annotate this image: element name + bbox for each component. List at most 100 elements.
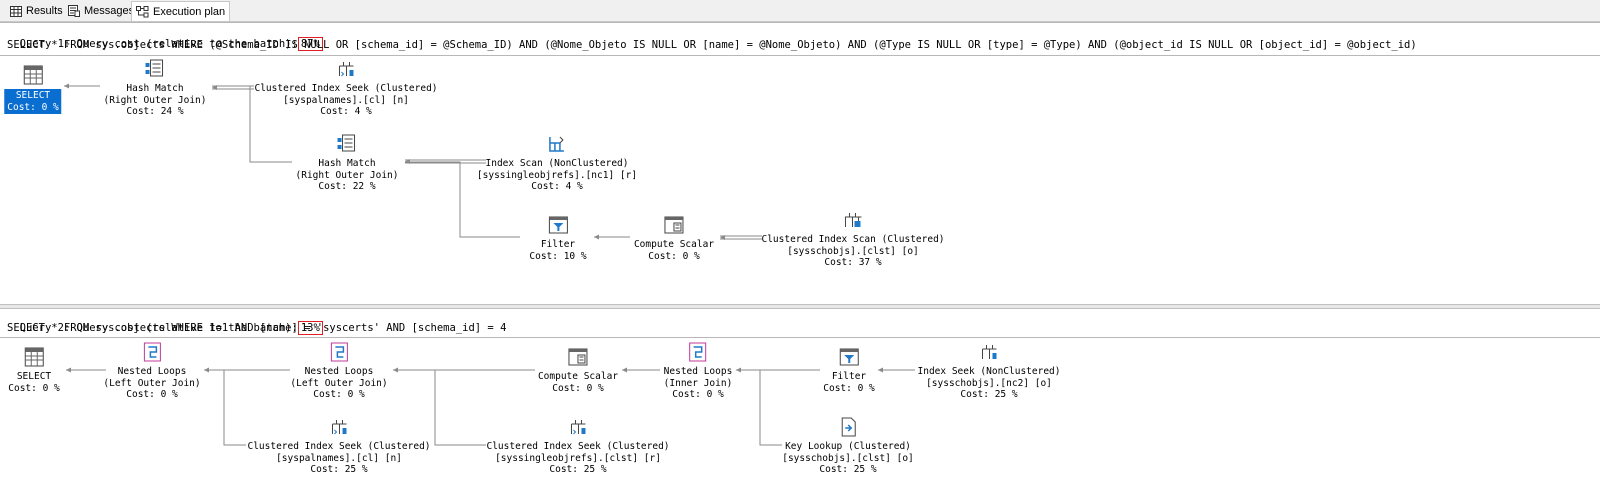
q1-compute-name: Compute Scalar [633, 239, 715, 250]
query2-sql[interactable]: SELECT * FROM sys.objects WHERE 1=1 AND … [7, 322, 507, 334]
q1-select-label: SELECT [15, 90, 51, 101]
q1-iscan-object: [syssingleobjrefs].[nc1] [r] [476, 169, 638, 181]
q2-nl3-type: (Inner Join) [663, 377, 733, 389]
nested-loops-icon [330, 342, 348, 362]
q2-op-clustered-index-seek-2[interactable]: Clustered Index Seek (Clustered) [syssin… [486, 416, 670, 476]
q2-cis2-cost: Cost: 25 % [549, 464, 607, 475]
q2-wire-nl1-cis1 [204, 369, 246, 446]
q2-cis1-cost: Cost: 25 % [310, 464, 368, 475]
compute-scalar-icon [568, 348, 588, 366]
q2-iseek-object: [sysschobjs].[nc2] [o] [926, 377, 1052, 389]
q2-keylookup-name: Key Lookup (Clustered) [785, 441, 911, 452]
q2-compute-cost: Cost: 0 % [552, 382, 604, 394]
q2-select-name: SELECT [16, 371, 52, 382]
nested-loops-icon [689, 342, 707, 362]
q1-compute-cost: Cost: 0 % [648, 250, 700, 262]
clustered-index-seek-icon [338, 62, 353, 77]
q2-cis1-object: [syspalnames].[cl] [n] [276, 452, 402, 464]
q1-hash1-type: (Right Outer Join) [103, 94, 207, 106]
q1-iscan-name: Index Scan (NonClustered) [485, 158, 629, 169]
query2-cost-box: 13% [297, 321, 323, 335]
tab-execution-plan-label: Execution plan [153, 5, 226, 18]
q2-nl2-cost: Cost: 0 % [313, 389, 365, 400]
filter-icon [548, 216, 568, 234]
q1-filter-cost: Cost: 10 % [529, 250, 587, 262]
q2-nl3-name: Nested Loops [663, 366, 733, 377]
q2-filter-name: Filter [831, 371, 867, 382]
q1-cis1-object: [syspalnames].[cl] [n] [283, 94, 409, 106]
q1-select-label-wrap: SELECT Cost: 0 % [4, 89, 62, 114]
q2-op-clustered-index-seek-1[interactable]: Clustered Index Seek (Clustered) [syspal… [247, 416, 431, 476]
tab-messages[interactable]: Messages [64, 2, 138, 20]
query2-header: Query 2: Query cost (relative to the bat… [7, 309, 323, 335]
q1-hash1-name: Hash Match [126, 83, 184, 94]
select-result-icon [23, 65, 43, 85]
q2-nl2-type: (Left Outer Join) [290, 377, 388, 389]
q2-nl3-cost: Cost: 0 % [672, 389, 724, 400]
q1-op-index-scan[interactable]: Index Scan (NonClustered) [syssingleobjr… [477, 133, 637, 193]
q2-op-nested-loops-3[interactable]: Nested Loops (Inner Join) Cost: 0 % [663, 341, 733, 401]
q2-cis2-name: Clustered Index Seek (Clustered) [486, 441, 670, 452]
q2-nl1-cost: Cost: 0 % [126, 389, 178, 400]
messages-icon [68, 5, 80, 17]
q2-keylookup-cost: Cost: 25 % [819, 464, 877, 475]
filter-icon [839, 348, 859, 366]
query2-header-text: Query 2: Query cost (relative to the bat… [19, 322, 298, 334]
q2-iseek-name: Index Seek (NonClustered) [917, 366, 1061, 377]
clustered-index-seek-icon [331, 420, 346, 435]
q2-nl1-name: Nested Loops [117, 366, 187, 377]
q1-op-select[interactable]: SELECT Cost: 0 % [4, 64, 62, 114]
query1-sql[interactable]: SELECT * FROM sys.objects WHERE (@Schema… [7, 39, 1417, 51]
q1-ciscan-object: [sysschobjs].[clst] [o] [787, 245, 919, 257]
query-splitter[interactable] [0, 304, 1600, 309]
q2-op-filter[interactable]: Filter Cost: 0 % [823, 346, 875, 394]
q1-hash2-cost: Cost: 22 % [318, 181, 376, 192]
q2-keylookup-object: [sysschobjs].[clst] [o] [782, 452, 914, 464]
q1-hash2-type: (Right Outer Join) [295, 169, 399, 181]
q1-hash1-cost: Cost: 24 % [126, 106, 184, 117]
q1-op-clustered-index-scan[interactable]: Clustered Index Scan (Clustered) [syssch… [761, 209, 945, 269]
q2-compute-name: Compute Scalar [537, 371, 619, 382]
q2-nl2-name: Nested Loops [304, 366, 374, 377]
grid-icon [10, 5, 22, 17]
q2-op-compute-scalar[interactable]: Compute Scalar Cost: 0 % [538, 346, 618, 394]
tab-results[interactable]: Results [6, 2, 67, 20]
select-result-icon [24, 347, 44, 367]
q2-nl1-type: (Left Outer Join) [103, 377, 201, 389]
tab-messages-label: Messages [84, 5, 135, 17]
q1-op-hash-match-2[interactable]: Hash Match (Right Outer Join) Cost: 22 % [295, 133, 399, 193]
q2-filter-cost: Cost: 0 % [823, 382, 875, 394]
q1-op-compute-scalar[interactable]: Compute Scalar Cost: 0 % [634, 214, 714, 262]
q2-op-index-seek[interactable]: Index Seek (NonClustered) [sysschobjs].[… [918, 341, 1061, 401]
q1-op-hash-match-1[interactable]: Hash Match (Right Outer Join) Cost: 24 % [103, 58, 207, 118]
q1-filter-name: Filter [540, 239, 576, 250]
q2-op-select[interactable]: SELECT Cost: 0 % [8, 346, 60, 394]
hash-match-icon [337, 134, 356, 152]
q1-op-clustered-index-seek[interactable]: Clustered Index Seek (Clustered) [syspal… [254, 58, 438, 118]
query2-sql-border [0, 337, 1600, 338]
q2-op-nested-loops-1[interactable]: Nested Loops (Left Outer Join) Cost: 0 % [103, 341, 201, 401]
index-seek-icon [981, 345, 996, 359]
q1-ciscan-name: Clustered Index Scan (Clustered) [761, 234, 945, 245]
q2-cis2-object: [syssingleobjrefs].[clst] [r] [495, 452, 661, 464]
q2-wire-nl3-keylookup [736, 369, 782, 446]
tab-execution-plan[interactable]: Execution plan [131, 1, 231, 21]
q1-cis1-cost: Cost: 4 % [320, 106, 372, 117]
q1-iscan-cost: Cost: 4 % [531, 181, 583, 192]
clustered-index-seek-icon [570, 420, 585, 435]
compute-scalar-icon [664, 216, 684, 234]
query1-top-border [0, 22, 1600, 23]
q2-iseek-cost: Cost: 25 % [960, 389, 1018, 400]
tab-results-label: Results [26, 5, 63, 17]
execution-plan-icon [136, 5, 149, 17]
q2-cis1-name: Clustered Index Seek (Clustered) [247, 441, 431, 452]
q1-op-filter[interactable]: Filter Cost: 10 % [529, 214, 587, 262]
q2-op-nested-loops-2[interactable]: Nested Loops (Left Outer Join) Cost: 0 % [290, 341, 388, 401]
clustered-index-scan-icon [844, 213, 861, 227]
result-tab-bar: Results Messages Execution plan [0, 0, 1600, 22]
query1-header: Query 1: Query cost (relative to the bat… [7, 25, 323, 51]
query1-header-text: Query 1: Query cost (relative to the bat… [19, 38, 298, 50]
nested-loops-icon [143, 342, 161, 362]
q2-op-key-lookup[interactable]: Key Lookup (Clustered) [sysschobjs].[cls… [782, 416, 914, 476]
query1-cost-box: 87% [297, 37, 323, 51]
